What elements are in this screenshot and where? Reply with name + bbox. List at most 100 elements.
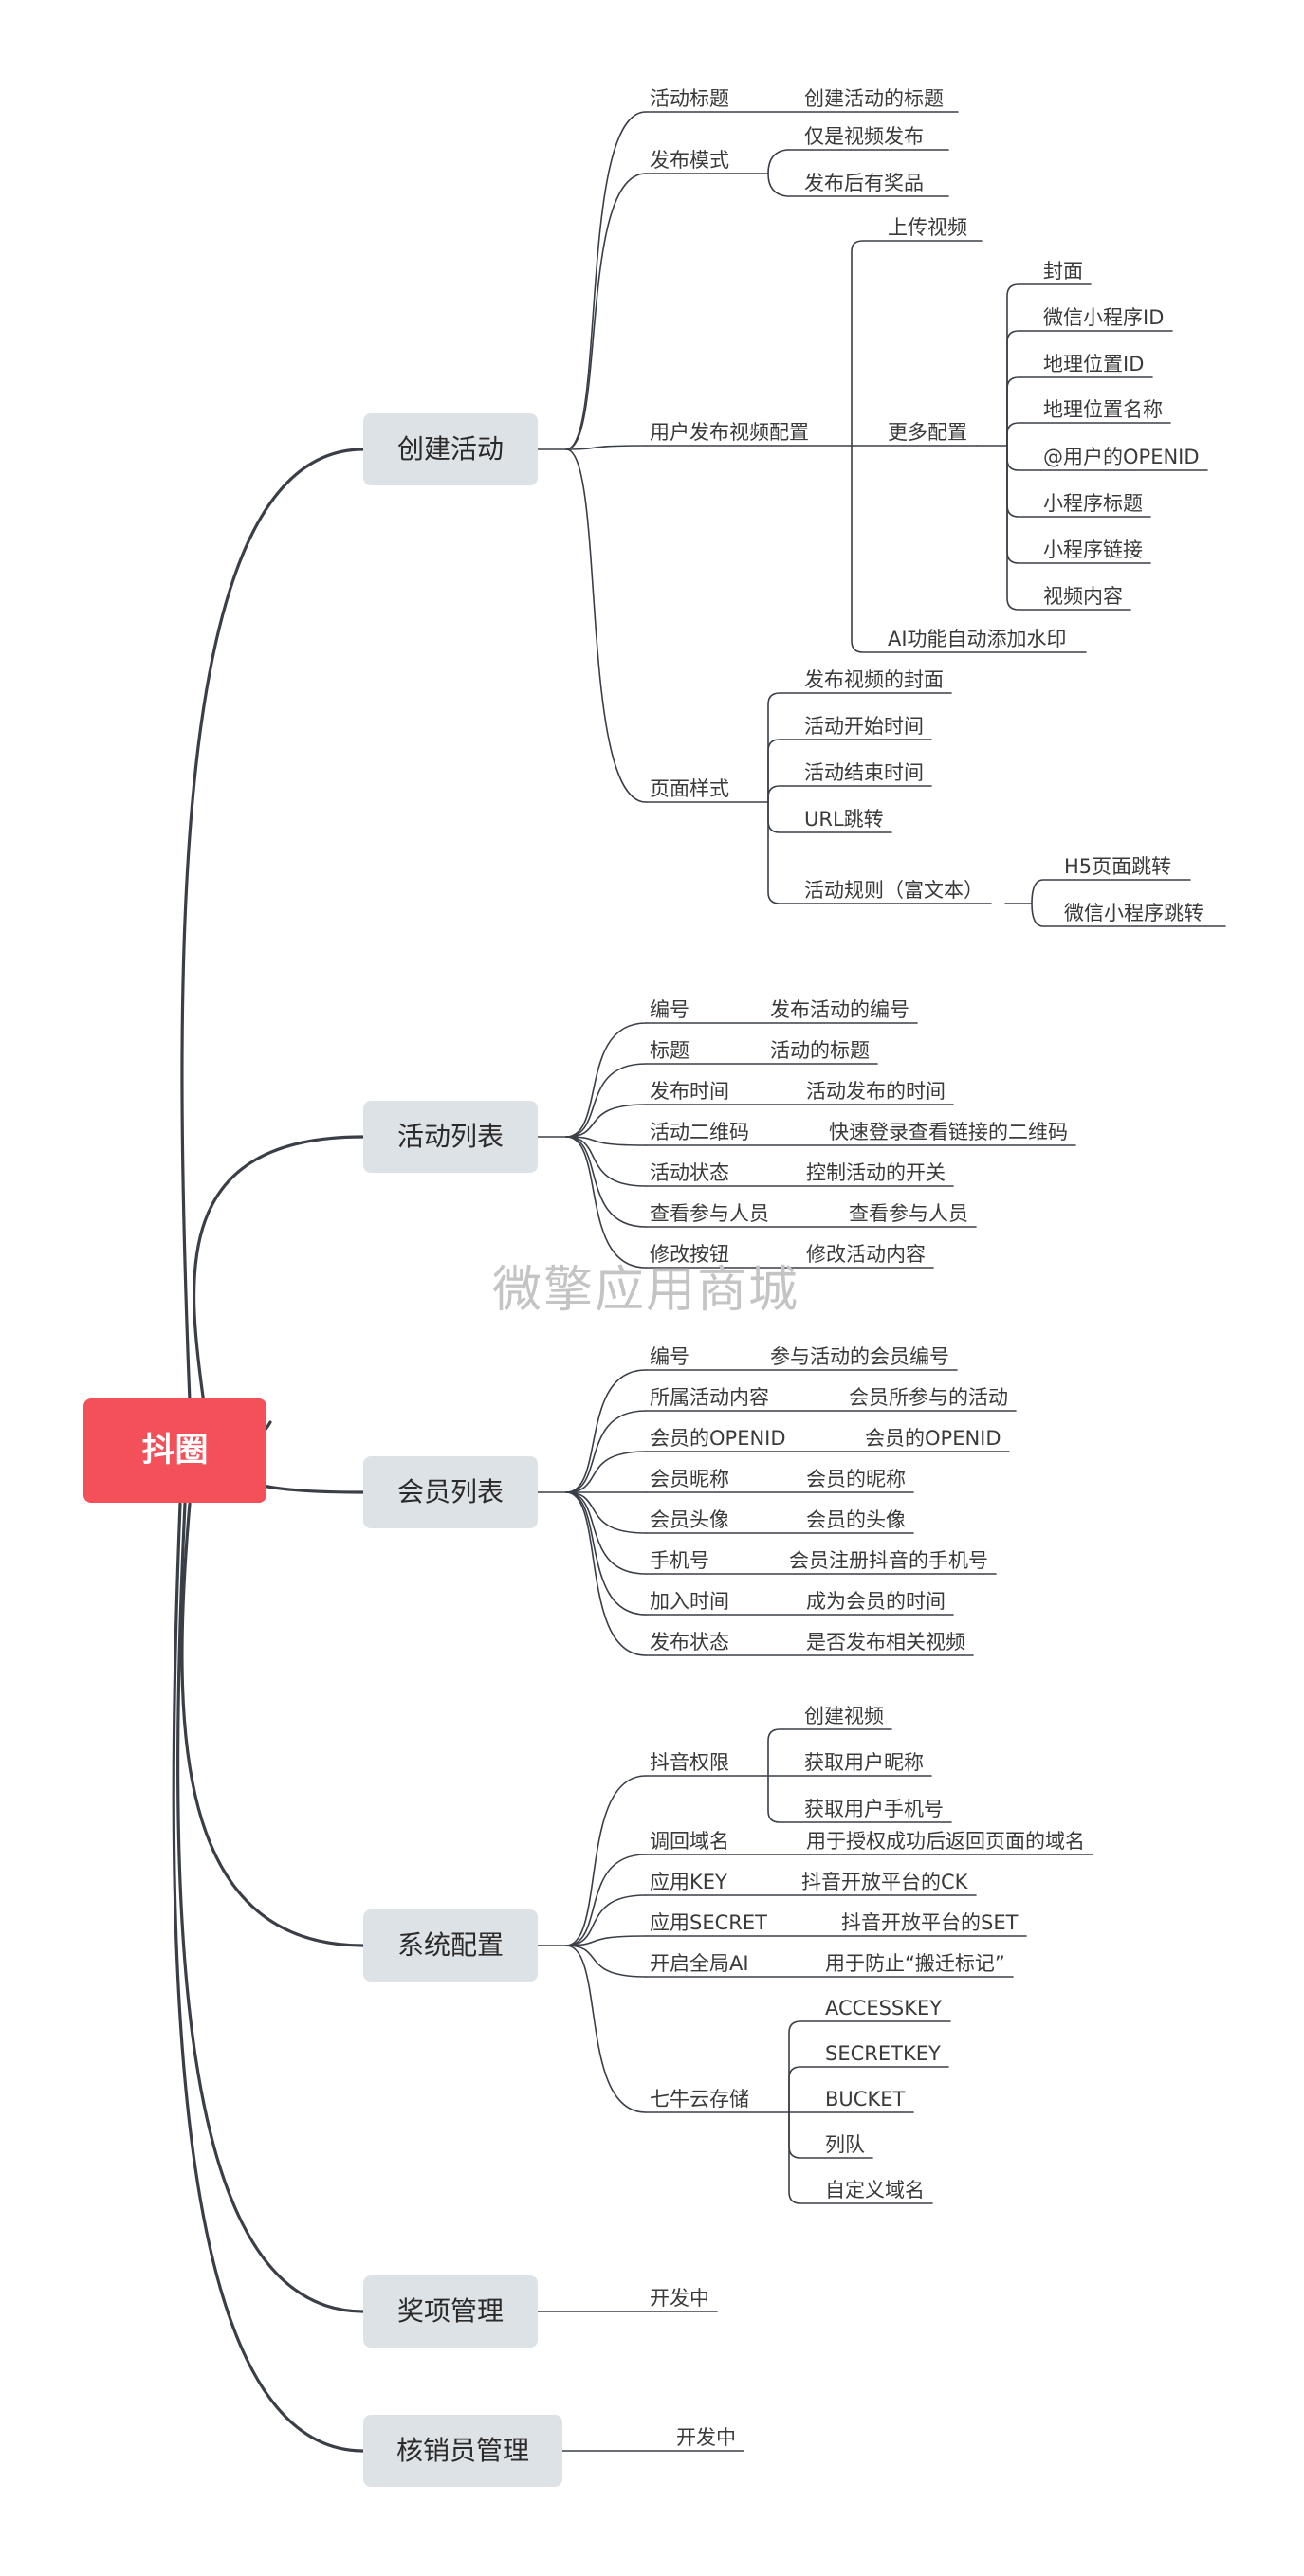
topic-label: 创建活动的标题 [804,87,944,110]
connector-line [851,445,1087,653]
connector-line [565,1491,647,1656]
topic-label: 抖音开放平台的SET [841,1911,1019,1934]
connector-line [565,1491,647,1534]
topic-label: 活动状态 [650,1161,729,1184]
connector-line [565,1451,647,1493]
connector-line [565,1410,647,1493]
topic-label: 发布模式 [650,149,729,172]
topic-label: 发布活动的编号 [770,998,909,1021]
topic-label: 会员的OPENID [865,1427,1001,1450]
topic-label: 查看参与人员 [849,1202,968,1225]
topic-label: 微信小程序ID [1043,306,1165,329]
topic-label: 发布状态 [650,1631,729,1653]
connector-line [565,1063,647,1138]
branch-topic[interactable]: 核销员管理 [363,2415,562,2487]
watermark: 微擎应用商城 [492,1262,800,1319]
connector-line [192,1135,365,1405]
connector-line [767,1775,952,1823]
topic-label: 活动二维码 [650,1121,749,1143]
connector-line [565,1935,647,1946]
topic-label: 上传视频 [888,216,967,239]
topic-label: 活动的标题 [770,1039,870,1062]
topic-label: 修改按钮 [650,1243,729,1266]
topic-label: 创建视频 [804,1705,884,1727]
topic-label: 列队 [825,2133,865,2156]
connector-line [565,1136,647,1269]
connector-line [767,173,949,197]
topic-label: 编号 [650,998,689,1021]
topic-label: 加入时间 [650,1590,729,1613]
connector-line [172,1502,365,2453]
topic-label: 会员注册抖音的手机号 [789,1549,988,1572]
topic-label: AI功能自动添加水印 [888,628,1067,650]
topic-label: 会员头像 [650,1508,729,1531]
branch-topic[interactable]: 系统配置 [363,1909,538,1982]
connector-line [565,1136,647,1228]
topic-label: 活动开始时间 [804,715,924,738]
topic-label: 地理位置ID [1043,353,1145,375]
topic-label: ACCESSKEY [825,1997,943,2019]
topic-label: 编号 [650,1345,689,1368]
topic-label: 快速登录查看链接的二维码 [829,1121,1068,1143]
connector-line [1006,376,1153,447]
topic-label: URL跳转 [804,808,884,831]
topic-label: 开发中 [650,2287,709,2310]
connector-line [565,1775,647,1946]
topic-label: 小程序链接 [1043,539,1143,561]
topic-label: 用于防止“搬迁标记” [825,1952,1005,1975]
topic-label: 用户发布视频配置 [650,421,809,444]
connector-line [565,1491,647,1575]
connector-line [788,2066,949,2113]
topic-label: 应用SECRET [650,1911,767,1934]
topic-label: 获取用户手机号 [804,1798,944,1820]
topic-label: 自定义域名 [825,2179,925,2201]
topic-label: 查看参与人员 [650,1202,769,1225]
connector-line [565,173,647,450]
topic-label: 会员所参与的活动 [849,1386,1008,1409]
connector-line [767,692,952,803]
topic-label: 是否发布相关视频 [806,1631,965,1653]
topic-label: 小程序标题 [1043,492,1143,515]
connector-line [1031,903,1226,927]
connector-line [565,445,647,450]
connector-line [851,240,983,447]
branch-topic[interactable]: 会员列表 [363,1456,538,1528]
connector-line [788,2111,933,2204]
root-topic[interactable]: 抖圈 [83,1398,266,1503]
branch-topic[interactable]: 活动列表 [363,1101,538,1173]
topic-label: BUCKET [825,2088,906,2110]
topic-label: 标题 [650,1039,689,1062]
connector-line [565,1136,647,1146]
connector-line [565,1854,647,1946]
connector-line [1006,283,1092,447]
topic-label: 修改活动内容 [806,1243,926,1266]
connector-line [1006,422,1171,447]
branch-topic[interactable]: 创建活动 [363,413,538,485]
topic-label: 发布后有奖品 [804,172,924,194]
connector-line [565,1369,647,1493]
connector-line [767,785,932,803]
branch-topic[interactable]: 奖项管理 [363,2275,538,2348]
connector-line [176,1502,365,2313]
topic-label: 抖音权限 [650,1751,729,1774]
topic-label: 页面样式 [650,777,729,800]
topic-label: 微信小程序跳转 [1064,902,1203,924]
connector-line [1004,879,1191,904]
topic-label: 七牛云存储 [650,2088,749,2110]
connector-line [1006,330,1173,447]
topic-label: 调回域名 [650,1830,729,1853]
topic-label: SECRETKEY [825,2042,941,2065]
connector-line [767,149,949,174]
connector-line [565,1894,647,1946]
topic-label: 应用KEY [650,1871,727,1893]
topic-label: 会员的昵称 [806,1468,906,1490]
connector-line [767,801,992,904]
topic-label: 发布视频的封面 [804,668,944,691]
topic-label: 活动标题 [650,87,729,110]
topic-label: 活动结束时间 [804,761,924,784]
topic-label: 活动规则（富文本） [804,879,983,902]
topic-label: 成为会员的时间 [806,1590,946,1613]
topic-label: 活动发布的时间 [806,1080,946,1103]
